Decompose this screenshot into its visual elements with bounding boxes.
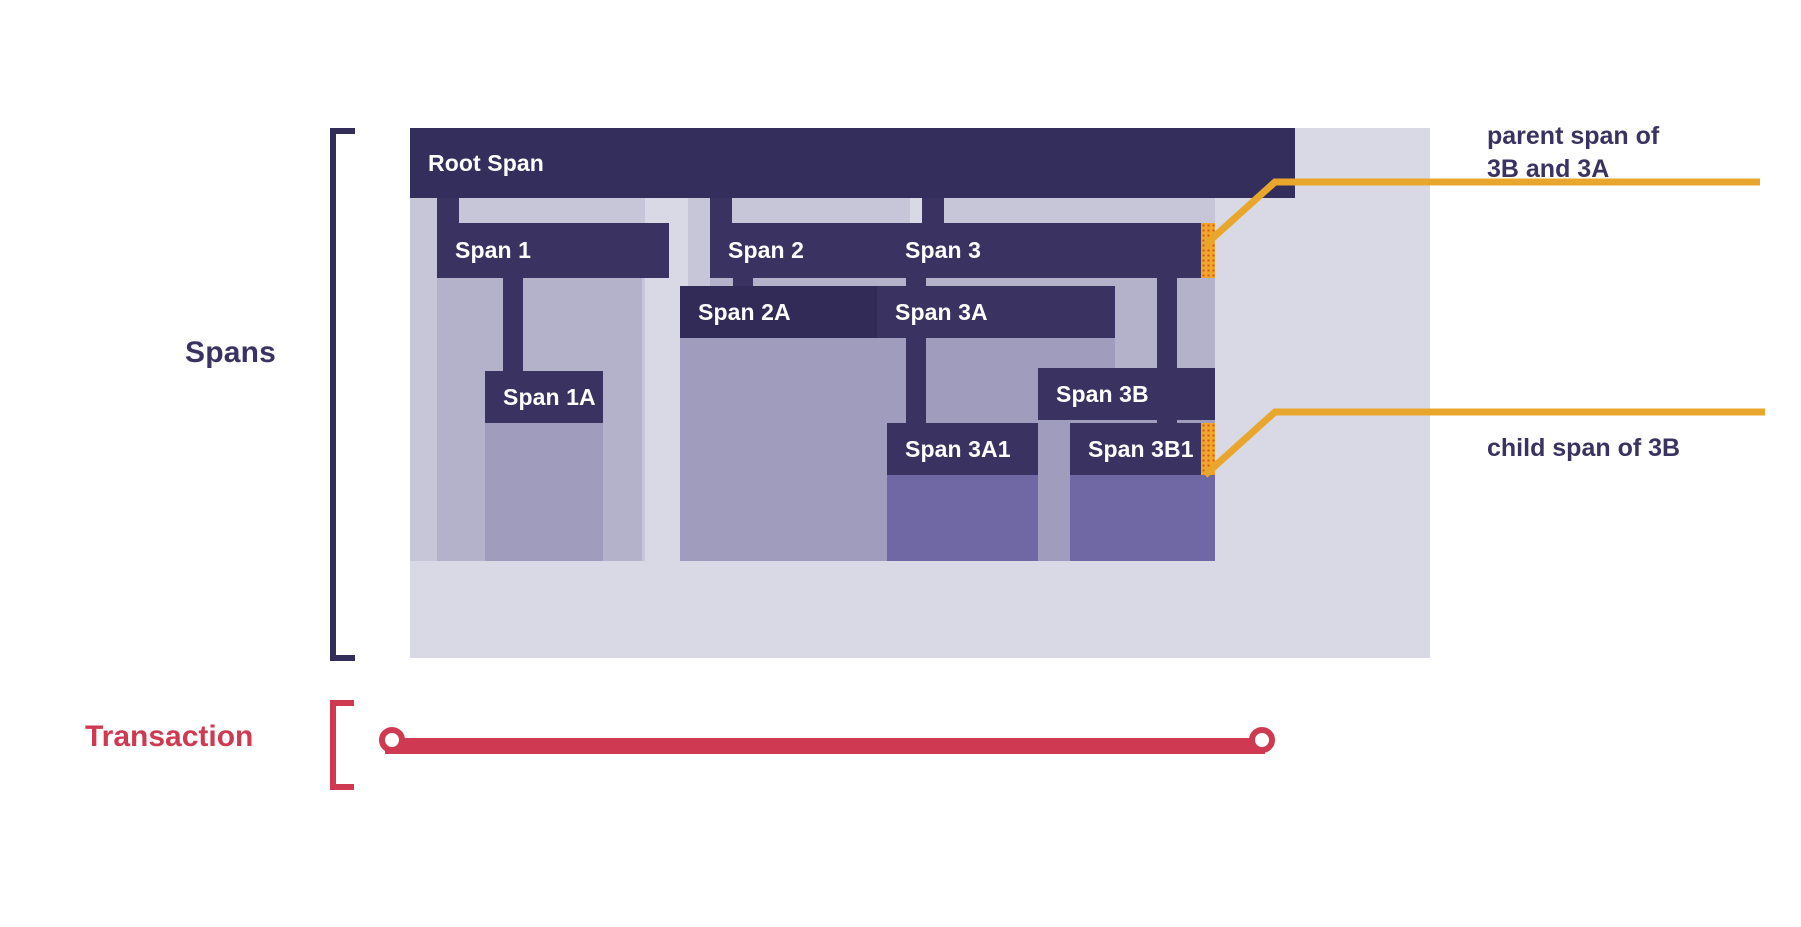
spans-canvas: Root Span Span 1 Span 1A Span 2 Span 2A … (410, 128, 1430, 658)
span-label-s3b1: Span 3B1 (1088, 435, 1194, 462)
leader-line-parent (1200, 170, 1800, 250)
track-s1a-body (485, 423, 603, 561)
span-label-root: Root Span (428, 149, 544, 176)
track-s3a1-body (887, 475, 1042, 561)
span-label-s3: Span 3 (905, 237, 982, 263)
span-bar-s3a[interactable]: Span 3A (877, 286, 1115, 338)
span-label-s3a1: Span 3A1 (905, 435, 1011, 462)
transaction-bar[interactable] (385, 738, 1265, 754)
span-bar-s3[interactable]: Span 3 (887, 223, 1215, 278)
connector-s3a-to-s3a1 (906, 338, 926, 446)
span-bar-s3a1[interactable]: Span 3A1 (887, 423, 1042, 475)
span-label-s3b: Span 3B (1056, 380, 1149, 407)
span-bar-s3b[interactable]: Span 3B (1038, 368, 1215, 420)
span-bar-s1[interactable]: Span 1 (437, 223, 669, 278)
track-s3b1-body (1070, 475, 1215, 561)
annotation-parent-span: parent span of 3B and 3A (1487, 122, 1660, 183)
spans-bracket (330, 128, 355, 661)
marker-child-span-3b1[interactable] (1201, 423, 1215, 475)
span-label-s2: Span 2 (728, 237, 805, 263)
span-label-s3a: Span 3A (895, 298, 988, 325)
span-bar-s2a[interactable]: Span 2A (680, 286, 897, 338)
transaction-bracket (330, 700, 354, 790)
transaction-start-dot[interactable] (379, 727, 405, 753)
annotation-child-span: child span of 3B (1487, 434, 1681, 462)
span-label-s1: Span 1 (455, 237, 532, 263)
transaction-group-label: Transaction (85, 720, 254, 753)
span-bar-s2[interactable]: Span 2 (710, 223, 897, 278)
span-bar-s3b1[interactable]: Span 3B1 (1070, 423, 1215, 475)
transaction-end-dot[interactable] (1249, 727, 1275, 753)
spans-group-label: Spans (185, 336, 277, 369)
span-label-s1a: Span 1A (503, 383, 596, 410)
leader-line-child (1200, 400, 1800, 480)
span-label-s2a: Span 2A (698, 298, 791, 325)
span-bar-s1a[interactable]: Span 1A (485, 371, 603, 423)
span-bar-root[interactable]: Root Span (410, 128, 1295, 198)
track-s2a-body (680, 338, 897, 561)
